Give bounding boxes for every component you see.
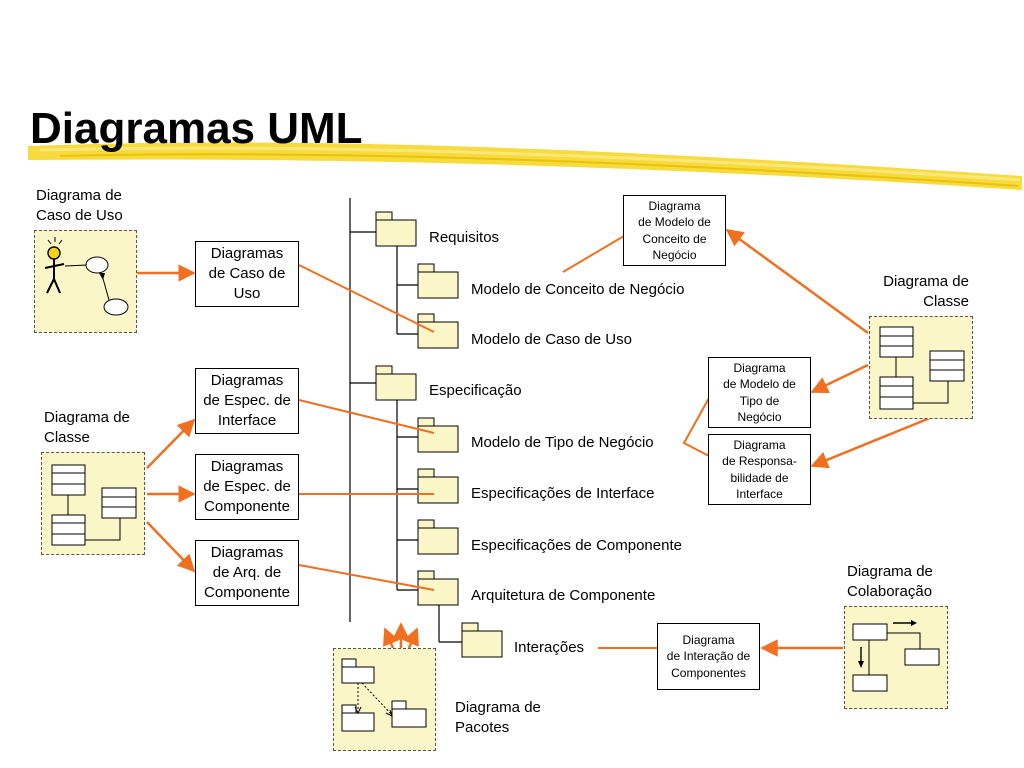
folder-icon	[417, 468, 459, 504]
tree-label-especificacao: Especificação	[429, 382, 522, 399]
tree-label-modelo-tipo: Modelo de Tipo de Negócio	[471, 434, 654, 451]
arrow-pacote-up-1	[383, 627, 400, 649]
folder-icon	[375, 365, 417, 401]
box-diagramas-espec-interface: Diagramas de Espec. de Interface	[195, 368, 299, 434]
box-diagramas-arq-componente: Diagramas de Arq. de Componente	[195, 540, 299, 606]
box-diagramas-espec-componente: Diagramas de Espec. de Componente	[195, 454, 299, 520]
folder-icon	[417, 417, 459, 453]
class-diagram-icon	[41, 452, 145, 555]
box-diagrama-modelo-tipo: Diagrama de Modelo de Tipo de Negócio	[708, 357, 811, 428]
tree-label-interacoes: Interações	[514, 639, 585, 656]
arrow-classe-conceito	[725, 228, 869, 335]
class-diagram-icon	[869, 316, 973, 419]
tree-label-arquitetura: Arquitetura de Componente	[471, 587, 656, 604]
arrow-classe-responsabilidade	[810, 416, 931, 469]
folder-icon	[417, 519, 459, 555]
connector-espec-interface	[298, 399, 435, 434]
arrow-classe-arq	[146, 521, 196, 573]
use-case-diagram-icon	[34, 230, 137, 333]
box-diagrama-responsabilidade: Diagrama de Responsa- bilidade de Interf…	[708, 434, 811, 505]
connector-arq-componente	[298, 564, 435, 591]
page-title: Diagramas UML	[30, 104, 363, 153]
arrow-classe-tipo	[810, 363, 869, 394]
caption-classe-right: Diagrama de Classe	[883, 273, 969, 310]
collaboration-diagram-icon	[844, 606, 948, 709]
caption-pacotes: Diagrama de Pacotes	[455, 699, 541, 736]
tree-label-requisitos: Requisitos	[429, 229, 500, 246]
caption-caso-uso: Diagrama de Caso de Uso	[36, 187, 123, 224]
box-diagrama-modelo-conceito: Diagrama de Modelo de Conceito de Negóci…	[623, 195, 726, 266]
connector-modelo-conceito	[562, 235, 625, 273]
box-diagramas-caso-uso: Diagramas de Caso de Uso	[195, 241, 299, 307]
folder-icon	[461, 622, 503, 658]
connector-modelo-tipo	[682, 397, 710, 457]
arrow-pacote-up-3	[402, 627, 419, 649]
tree-label-modelo-conceito: Modelo de Conceito de Negócio	[471, 281, 685, 298]
caption-classe-left: Diagrama de Classe	[44, 409, 130, 446]
folder-icon	[375, 211, 417, 247]
folder-icon	[417, 570, 459, 606]
box-diagrama-interacao: Diagrama de Interação de Componentes	[657, 623, 760, 690]
tree-label-espec-componente: Especificações de Componente	[471, 537, 682, 554]
package-diagram-icon	[333, 648, 436, 751]
caption-colaboracao: Diagrama de Colaboração	[847, 563, 933, 600]
tree-label-modelo-caso-uso: Modelo de Caso de Uso	[471, 331, 632, 348]
arrow-classe-interface	[146, 418, 196, 469]
folder-icon	[417, 313, 459, 349]
tree-label-espec-interface: Especificações de Interface	[471, 485, 655, 502]
connector-caso-uso	[298, 264, 435, 333]
folder-icon	[417, 263, 459, 299]
